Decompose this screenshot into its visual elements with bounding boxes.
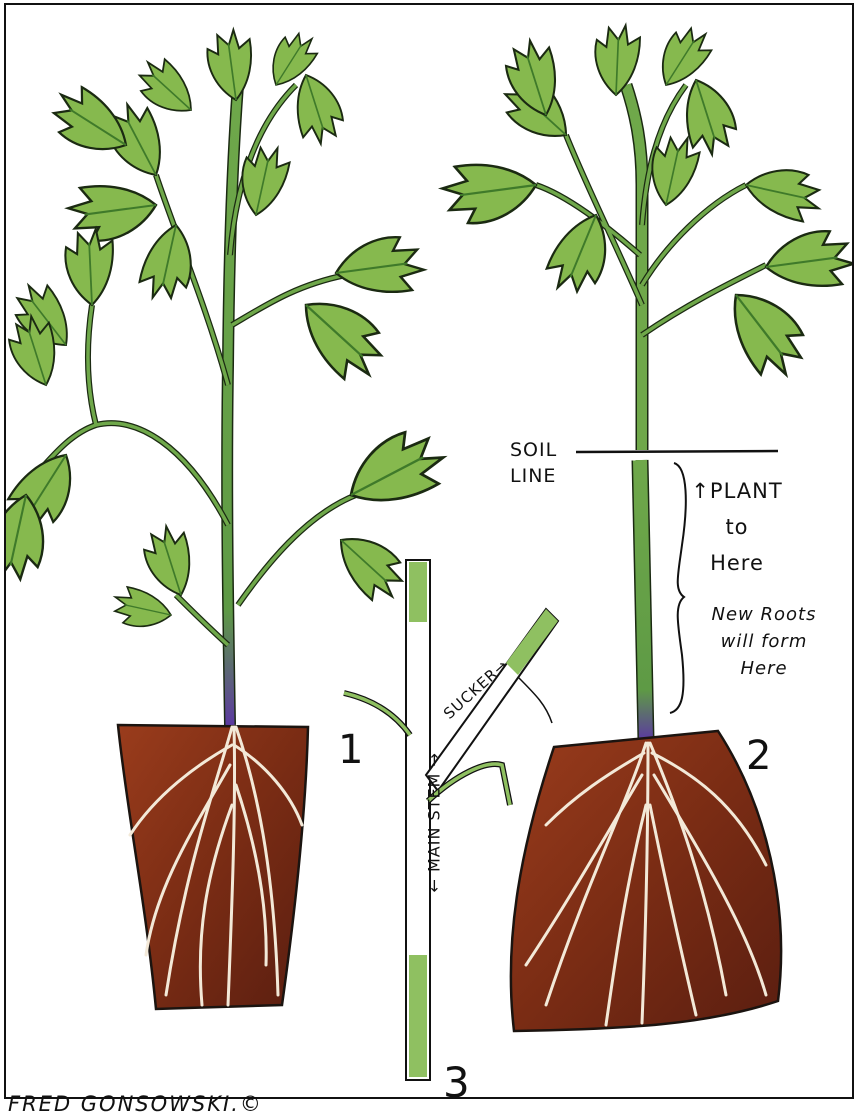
new-roots-label: New Roots will form Here	[700, 601, 828, 682]
plant-to-here-line-2: to	[682, 509, 792, 545]
figure-number-1: 1	[338, 727, 364, 773]
main-stem-label: ← MAIN STEM →	[425, 797, 444, 893]
soil-line-label-word-2: LINE	[510, 463, 557, 489]
plant-to-here-line-3: Here	[682, 545, 792, 581]
soil-line-label-word-1: SOIL	[510, 437, 557, 463]
plant-to-here-label: ↑PLANT to Here	[682, 473, 792, 581]
new-roots-line-1: New Roots	[700, 601, 828, 628]
new-roots-line-3: Here	[700, 655, 828, 682]
soil-line-label: SOIL LINE	[510, 437, 557, 489]
plant-1-seedling	[6, 26, 453, 1009]
new-roots-line-2: will form	[700, 628, 828, 655]
illustration-frame: SOIL LINE ↑PLANT to Here New Roots will …	[4, 3, 854, 1099]
plant-to-here-line-1: ↑PLANT	[682, 473, 792, 509]
figure-number-3: 3	[443, 1058, 471, 1099]
artist-credit: FRED GONSOWSKI.©	[8, 1092, 263, 1116]
figure-number-2: 2	[746, 733, 772, 779]
